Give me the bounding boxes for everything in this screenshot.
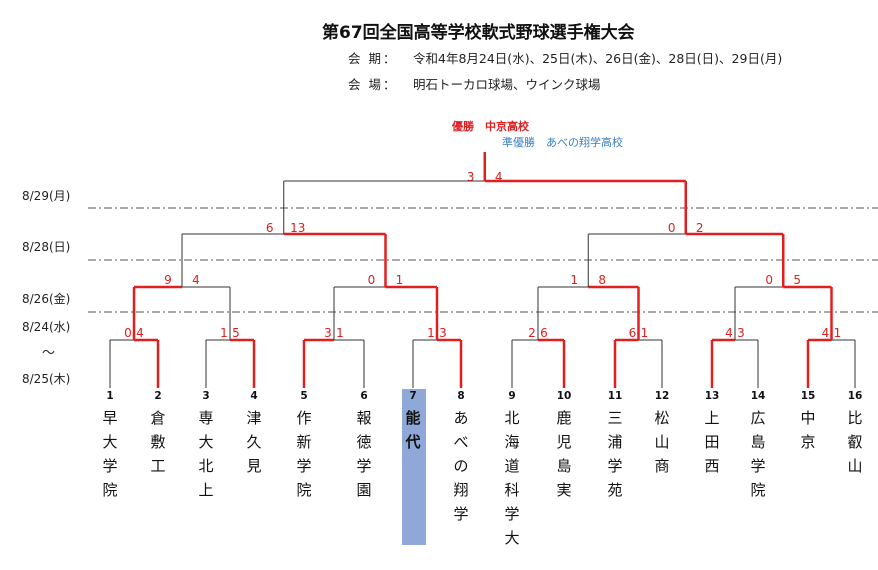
score-label: 4 [136, 326, 144, 340]
team-seed: 11 [607, 390, 623, 402]
score-label: 1 [833, 326, 842, 340]
team-seed: 16 [847, 390, 863, 402]
score-label: 6 [540, 326, 548, 340]
score-label: 5 [232, 326, 240, 340]
score-label: 3 [466, 170, 475, 184]
team-seed: 8 [457, 390, 465, 402]
score-label: 9 [164, 273, 172, 287]
team-name: 三浦学苑 [607, 409, 623, 499]
team-seed: 15 [800, 390, 816, 402]
team-name: 作新学院 [296, 409, 312, 499]
score-label: 1 [336, 326, 344, 340]
score-label: 0 [124, 326, 132, 340]
score-label: 4 [192, 273, 200, 287]
score-label: 3 [737, 326, 745, 340]
score-label: 6 [265, 221, 274, 235]
score-label: 8 [598, 273, 607, 287]
team-name: 報徳学園 [356, 409, 372, 499]
team-seed: 4 [250, 390, 258, 402]
team-seed: 9 [508, 390, 516, 402]
team-name: 北海道科学大 [504, 409, 520, 547]
team-name: 鹿児島実 [556, 409, 572, 499]
date-range-tilde: 〜 [42, 346, 56, 361]
score-label: 1 [395, 273, 404, 287]
team-seed: 14 [750, 390, 766, 402]
team-name: あべの翔学 [453, 409, 469, 523]
team-seed: 10 [556, 390, 572, 402]
team-seed: 12 [654, 390, 670, 402]
score-label: 1 [640, 326, 649, 340]
date-round1-end: 8/25(木) [22, 372, 71, 386]
score-label: 2 [528, 326, 536, 340]
period-value: 令和4年8月24日(水)、25日(木)、26日(金)、28日(日)、29日(月) [413, 51, 783, 66]
period-label: 会 期： [348, 51, 398, 66]
score-label: 13 [290, 221, 306, 235]
score-label: 1 [570, 273, 579, 287]
date-final: 8/29(月) [22, 189, 71, 203]
score-label: 0 [367, 273, 376, 287]
score-label: 5 [793, 273, 802, 287]
team-name: 津久見 [246, 409, 262, 475]
team-seed: 2 [154, 390, 162, 402]
score-label: 6 [628, 326, 637, 340]
runner-up-label: 準優勝 あべの翔学高校 [502, 136, 623, 149]
team-name: 専大北上 [198, 409, 214, 499]
team-seed: 1 [106, 390, 114, 402]
score-label: 3 [439, 326, 447, 340]
score-label: 4 [821, 326, 830, 340]
team-name: 比叡山 [847, 409, 863, 475]
date-round2: 8/26(金) [22, 292, 71, 306]
team-seed: 7 [409, 390, 417, 402]
date-semifinal: 8/28(日) [22, 240, 71, 254]
team-name: 上田西 [704, 409, 720, 475]
score-label: 0 [765, 273, 774, 287]
score-label: 2 [695, 221, 704, 235]
team-seed: 6 [360, 390, 368, 402]
score-label: 3 [324, 326, 332, 340]
team-name: 倉敷工 [150, 409, 166, 475]
team-seed: 5 [300, 390, 308, 402]
venue-value: 明石トーカロ球場、ウインク球場 [413, 77, 601, 92]
score-label: 4 [725, 326, 733, 340]
champion-label: 優勝 中京高校 [452, 120, 529, 133]
host-team-highlight [402, 389, 426, 545]
team-seed: 13 [704, 390, 720, 402]
score-label: 1 [220, 326, 228, 340]
date-round1-start: 8/24(水) [22, 320, 71, 334]
team-seed: 3 [202, 390, 210, 402]
team-name: 早大学院 [102, 409, 118, 499]
team-name: 松山商 [654, 409, 670, 475]
score-label: 0 [667, 221, 676, 235]
score-label: 1 [427, 326, 435, 340]
team-name: 広島学院 [750, 409, 766, 499]
page-title: 第67回全国高等学校軟式野球選手権大会 [322, 23, 635, 43]
team-name: 能代 [405, 409, 421, 451]
team-name: 中京 [800, 409, 816, 451]
venue-label: 会 場： [348, 77, 398, 92]
score-label: 4 [494, 170, 503, 184]
